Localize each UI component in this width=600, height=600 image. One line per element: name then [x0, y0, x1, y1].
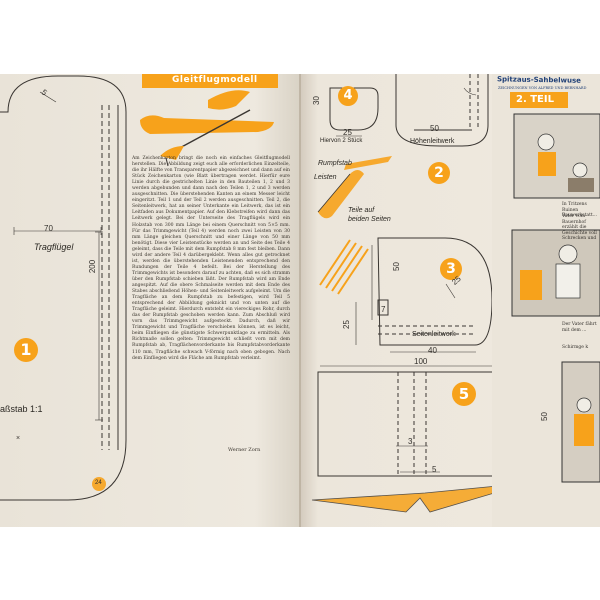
part3-name: Seitenleitwerk — [412, 331, 456, 338]
dim-30: 30 — [311, 96, 321, 105]
part4-outline — [329, 87, 379, 131]
comic-caption-4: Schirmge k — [562, 345, 589, 350]
leisten-label: Leisten — [314, 174, 337, 181]
comic-figures-2 — [520, 244, 581, 300]
part2-name: Höhenleitwerk — [410, 138, 455, 145]
dim-5b: 5 — [432, 465, 437, 474]
comic-subtitle: ZEICHNUNGEN VON ALFRED UND BERNHARD — [498, 86, 587, 90]
part3-outline — [377, 237, 493, 346]
part4-note: Hiervon 2 Stück — [320, 138, 363, 144]
center-mark: × — [16, 435, 20, 442]
scale-label: aßstab 1:1 — [0, 404, 43, 414]
part2-badge: 2 — [428, 162, 450, 184]
dim-3: 3 — [408, 437, 413, 446]
dim-50a: 50 — [430, 124, 439, 133]
fuselage-sketch — [317, 156, 392, 219]
comic-caption-3: Der Vater fährt mit dem ... — [562, 322, 597, 333]
part5-badge: 5 — [452, 382, 476, 406]
part1-badge: 1 — [14, 338, 38, 362]
left-page — [0, 74, 300, 527]
article-text: Am Zeichenkarton bringt die noch ein ein… — [132, 156, 290, 361]
wing-dimension-lines — [13, 91, 103, 421]
comic-title: Spitzaus-Sahbelwuse — [496, 75, 581, 85]
dim-25c: 25 — [341, 320, 351, 329]
dim-100: 100 — [414, 357, 428, 366]
comic-caption-2: Vater vom Bauernhof erzählt die Geschich… — [562, 214, 597, 241]
article-author: Werner Zorn — [228, 447, 261, 453]
comic-part-banner — [510, 92, 568, 108]
comic-caption-1: In Tritzens Ruinen Bauwerkstatt... — [562, 202, 597, 218]
wing-outline — [0, 75, 127, 501]
dim-40: 40 — [428, 346, 437, 355]
part4-badge: 4 — [338, 86, 358, 106]
glider-illustration — [140, 90, 274, 167]
dim-70: 70 — [44, 224, 53, 233]
comic-figures-3 — [574, 397, 594, 446]
wing-stripes-sketch — [319, 239, 369, 295]
header-bar — [142, 74, 278, 88]
page-number: 24 — [95, 480, 102, 486]
comic-part-label: 2. TEIL — [516, 94, 554, 105]
part3-badge: 3 — [440, 258, 462, 280]
part2-outline — [395, 74, 489, 147]
wing-label: Tragflügel — [34, 242, 74, 252]
part3-dims — [355, 245, 476, 353]
dim-200: 200 — [88, 259, 98, 274]
rumpfstab-label: Rumpfstab — [318, 160, 352, 167]
comic-figures-1 — [537, 133, 594, 192]
page-number-circle — [92, 477, 106, 491]
part5-fold-sketch — [311, 482, 529, 513]
dim-25a: 25 — [343, 128, 352, 137]
teile-label: Teile auf beiden Seiten — [348, 207, 391, 223]
dim-7: 7 — [381, 305, 386, 314]
part2-curve-arrow — [463, 87, 477, 96]
dim-50b: 50 — [391, 262, 401, 271]
dim-50c: 50 — [539, 412, 549, 421]
article-header: Gleitflugmodell — [172, 75, 258, 85]
